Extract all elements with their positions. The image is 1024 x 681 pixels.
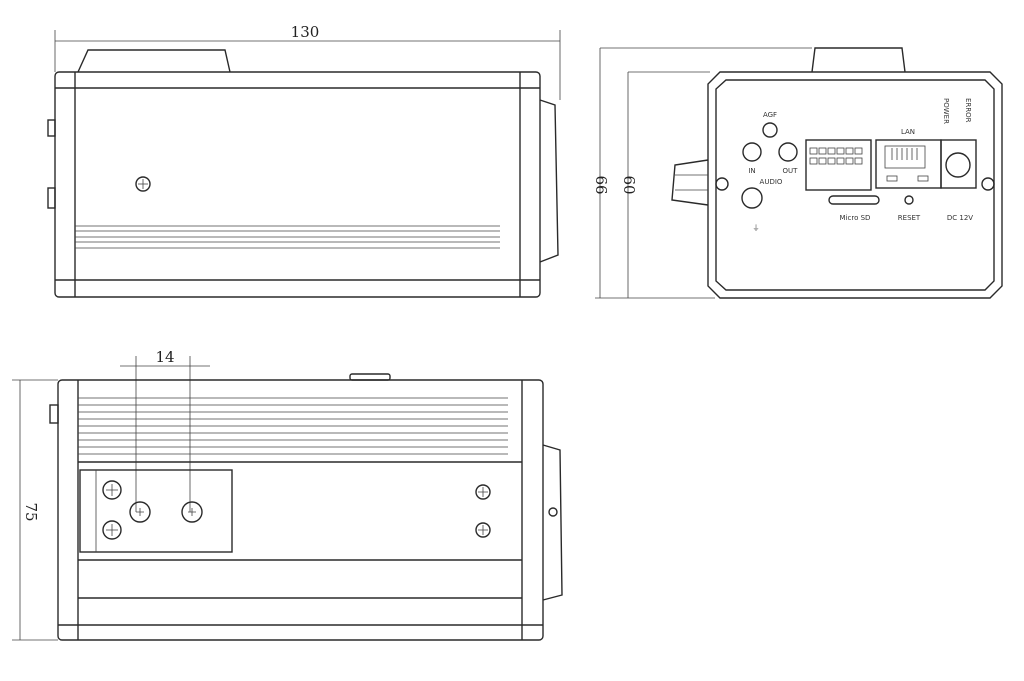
reset-button [904, 195, 914, 205]
dim-length: 130 [291, 23, 320, 41]
audio-in-label: IN [748, 167, 755, 175]
lan-label: LAN [901, 128, 915, 136]
error-led-label: ERROR [964, 98, 972, 123]
audio-label: AUDIO [760, 178, 783, 186]
lan-port [875, 139, 942, 189]
dim-height-outer: 66 [592, 175, 610, 194]
terminal-block [805, 139, 872, 191]
dc-label: DC 12V [947, 214, 973, 222]
dim-mount-spacing: 14 [155, 348, 174, 366]
mount-screws [102, 480, 491, 540]
agf-label: AGF [763, 111, 777, 119]
side-view: 130 [47, 23, 561, 298]
bottom-view: 14 75 [12, 348, 563, 641]
power-led-label: POWER [942, 98, 950, 124]
dc-jack [945, 152, 971, 178]
reset-label: RESET [898, 214, 921, 222]
dim-height-inner: 60 [620, 175, 638, 194]
ground-screw-icon [741, 187, 763, 209]
micro-sd-label: Micro SD [840, 214, 871, 222]
dim-width: 75 [22, 502, 40, 521]
micro-sd-slot [828, 195, 880, 205]
audio-out-label: OUT [783, 167, 799, 175]
rear-view: 66 60 AGF IN OUT AUDIO ⏚ Micro SD LAN RE… [592, 47, 1003, 299]
svg-text:⏚: ⏚ [753, 224, 760, 232]
screw-icon [135, 176, 151, 192]
